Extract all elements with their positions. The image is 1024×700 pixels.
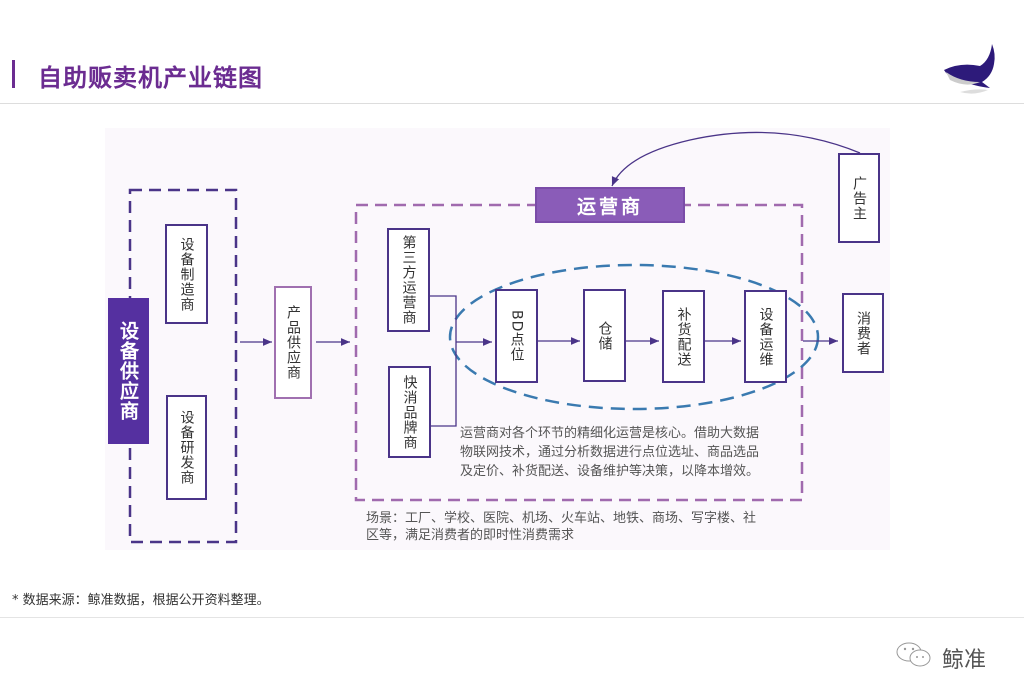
desc-line: 物联网技术，通过分析数据进行点位选址、商品选品 — [460, 445, 760, 460]
source-note: * 数据来源：鲸准数据，根据公开资料整理。 — [12, 593, 270, 608]
scenes-line: 区等，满足消费者的即时性消费需求 — [366, 528, 575, 543]
step-bd-location-box: BD点位 — [495, 289, 538, 383]
header-divider — [0, 103, 1024, 104]
third-party-operator-box: 第三方运营商 — [387, 228, 430, 332]
scenes-line: 场景：工厂、学校、医院、机场、火车站、地铁、商场、写字楼、社 — [366, 511, 757, 526]
core-ops-ellipse — [448, 263, 820, 411]
step-replenish-box: 补货配送 — [662, 290, 705, 383]
scenes-text: 场景：工厂、学校、医院、机场、火车站、地铁、商场、写字楼、社 区等，满足消费者的… — [366, 510, 756, 544]
fmcg-brand-box: 快消品牌商 — [388, 366, 431, 458]
consumer-box: 消费者 — [842, 293, 884, 373]
title-accent-bar — [12, 60, 15, 88]
whale-logo-icon — [940, 40, 1000, 100]
desc-line: 运营商对各个环节的精细化运营是核心。借助大数据 — [460, 426, 760, 441]
page-title: 自助贩卖机产业链图 — [38, 64, 263, 92]
equipment-manufacturer-box: 设备制造商 — [165, 224, 208, 324]
advertiser-box: 广告主 — [838, 153, 880, 243]
equipment-supplier-box: 设备供应商 — [108, 298, 149, 444]
wechat-icon — [895, 640, 935, 670]
footer-brand: 鲸准 — [942, 648, 987, 673]
desc-line: 及定价、补货配送、设备维护等决策，以降本增效。 — [460, 464, 760, 479]
operator-group-dashed-box — [354, 203, 804, 502]
operator-description: 运营商对各个环节的精细化运营是核心。借助大数据 物联网技术，通过分析数据进行点位… — [460, 424, 759, 481]
step-warehouse-box: 仓储 — [583, 289, 626, 382]
step-maintenance-box: 设备运维 — [744, 290, 787, 383]
footer-divider — [0, 617, 1024, 618]
equipment-rd-box: 设备研发商 — [166, 395, 207, 500]
operator-label-box: 运营商 — [535, 187, 685, 223]
product-supplier-box: 产品供应商 — [274, 286, 312, 399]
